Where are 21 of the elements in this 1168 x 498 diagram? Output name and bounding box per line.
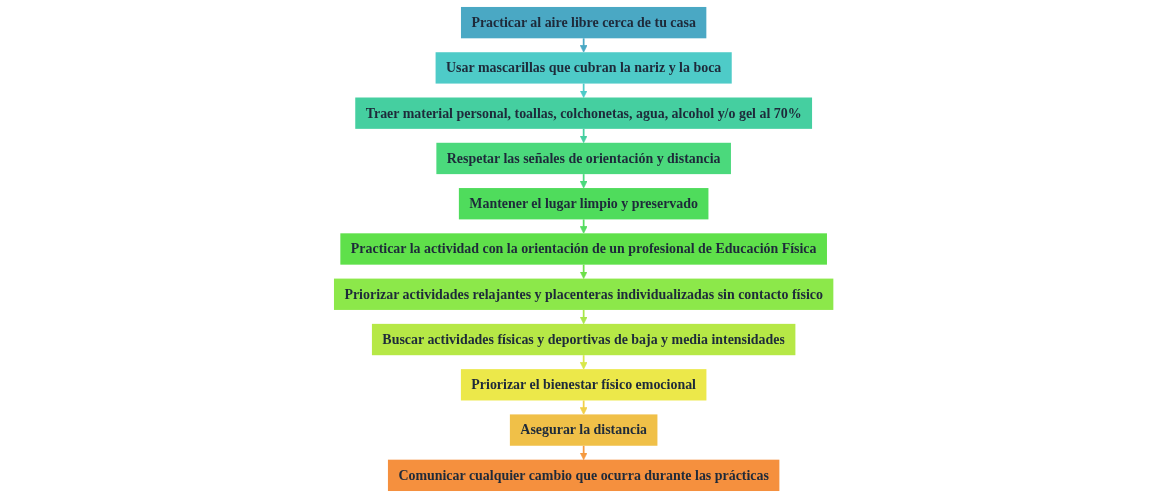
arrow bbox=[580, 173, 588, 189]
node-box: Respetar las señales de orientación y distancia bbox=[436, 142, 732, 175]
node-box: Practicar la actividad con la orientación de un profesional de Educación Física bbox=[340, 233, 828, 265]
node-box: Priorizar el bienestar físico emocional bbox=[461, 369, 707, 401]
arrow bbox=[580, 218, 588, 234]
node-box: Practicar al aire libre cerca de tu casa bbox=[461, 6, 707, 39]
arrow bbox=[580, 309, 588, 325]
node-box: Buscar actividades físicas y deportivas de baja y media intensidades bbox=[372, 323, 796, 356]
arrow bbox=[580, 127, 588, 144]
arrow bbox=[580, 444, 588, 461]
arrow bbox=[580, 263, 588, 279]
arrow bbox=[580, 82, 588, 98]
node-box: Comunicar cualquier cambio que ocurra durante las prácticas bbox=[388, 459, 780, 491]
node-box: Asegurar la distancia bbox=[510, 414, 658, 446]
arrow bbox=[580, 37, 588, 53]
node-box: Usar mascarillas que cubran la nariz y la boca bbox=[435, 52, 733, 84]
arrow bbox=[580, 399, 588, 415]
node-box: Traer material personal, toallas, colchonetas, agua, alcohol y/o gel al 70% bbox=[355, 97, 813, 129]
arrow bbox=[580, 354, 588, 370]
node-box: Priorizar actividades relajantes y placenteras individualizadas sin contacto físico bbox=[334, 278, 834, 310]
node-box: Mantener el lugar limpio y preservado bbox=[459, 188, 709, 220]
